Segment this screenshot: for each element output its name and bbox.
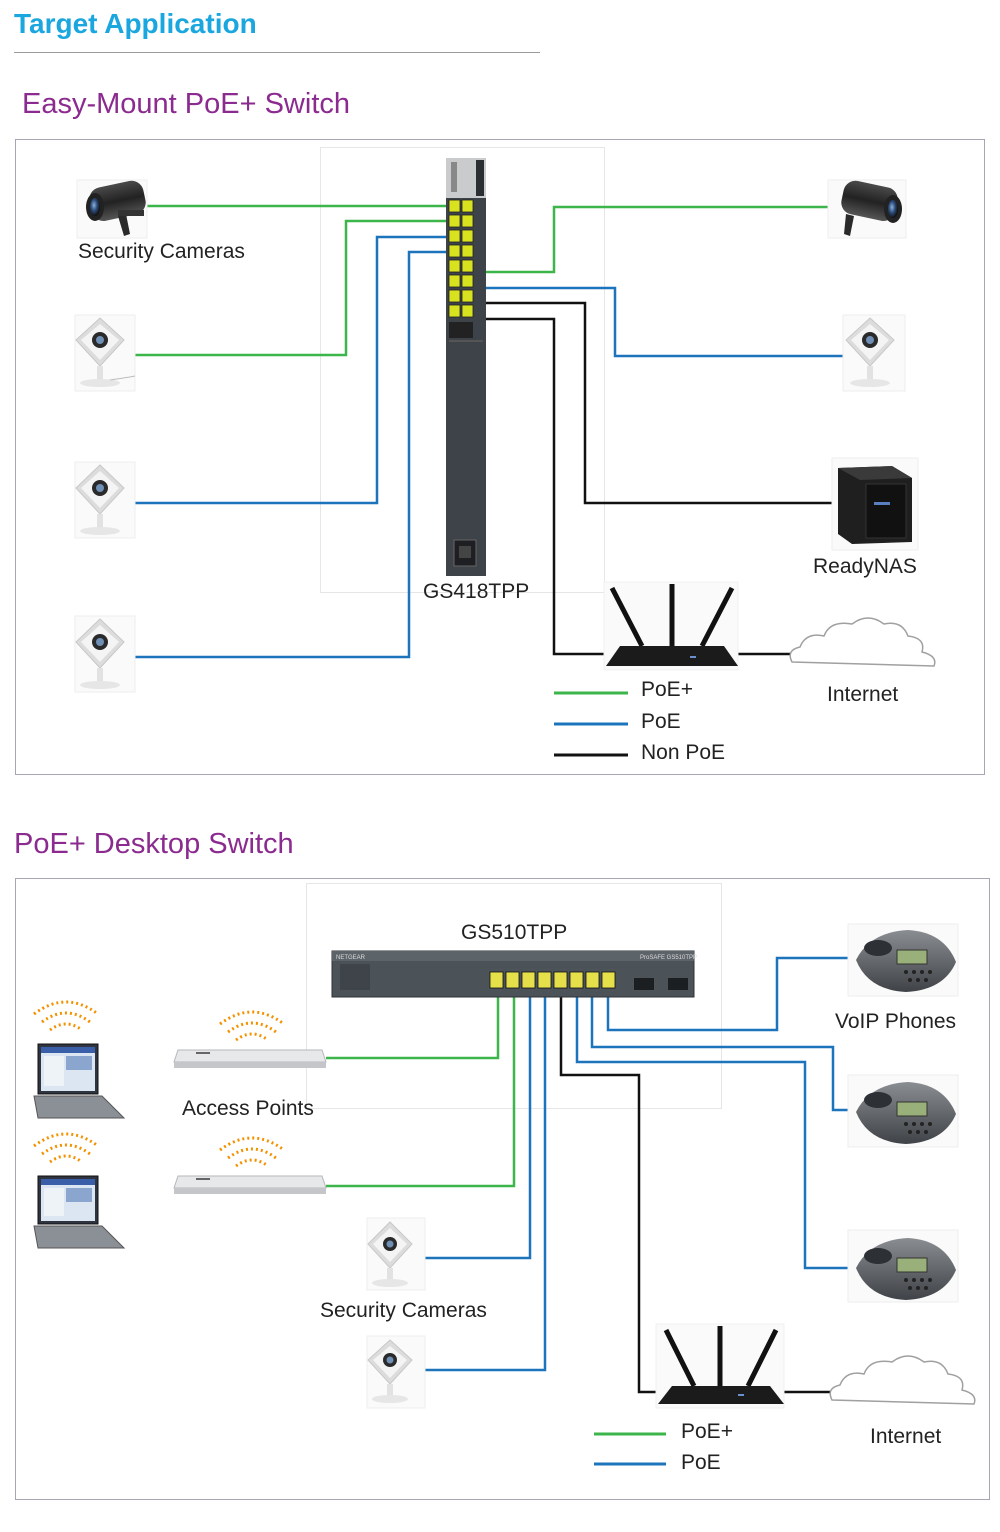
cloud-icon [789, 617, 936, 667]
cable-poeplus-ap1 [326, 990, 500, 1060]
cube-camera-icon [366, 1335, 426, 1409]
cable-poe-cam3 [110, 235, 452, 505]
bullet-camera-icon [76, 179, 148, 239]
cable-poe-cam4 [110, 250, 452, 659]
cube-camera-icon [74, 615, 136, 693]
security-cameras2-label: Security Cameras [320, 1299, 487, 1322]
router-icon [603, 581, 739, 671]
cable-poe-cam1 [424, 990, 532, 1260]
section1-title: Easy-Mount PoE+ Switch [22, 88, 351, 120]
cube-camera-icon [74, 314, 136, 392]
switch-model-label: GS418TPP [423, 580, 530, 603]
switch-brand-text: NETGEAR [336, 955, 366, 961]
laptop-icon [33, 1043, 126, 1119]
cable-nonpoe-router [559, 990, 660, 1394]
legend2-poeplus-text: PoE+ [681, 1420, 733, 1443]
cable-poeplus-cam2 [110, 219, 452, 357]
internet-label: Internet [827, 683, 899, 706]
cable-poe-cam6 [478, 286, 870, 358]
cable-poeplus-cam5 [478, 205, 840, 274]
cube-camera-icon [366, 1217, 426, 1291]
cable-nonpoe-router [478, 317, 610, 656]
internet2-label: Internet [870, 1425, 942, 1448]
cloud-icon [829, 1355, 976, 1405]
section1-panel [15, 139, 985, 775]
switch2-model-label: GS510TPP [461, 921, 568, 944]
switch-series-text: ProSAFE GS510TPP [640, 955, 697, 961]
cable-poeplus-ap2 [326, 990, 516, 1188]
readynas-label: ReadyNAS [813, 555, 917, 578]
switch-icon [446, 158, 486, 576]
voip-phones-label: VoIP Phones [835, 1010, 957, 1033]
router-icon [655, 1323, 785, 1409]
section1-switch-area [320, 147, 605, 593]
cube-camera-icon [74, 461, 136, 539]
cable-poe-phone2 [590, 990, 856, 1112]
section2-title: PoE+ Desktop Switch [14, 828, 294, 860]
legend-poe-text: PoE [641, 710, 681, 733]
cable-poe-cam2 [424, 990, 547, 1372]
cable-poe-phone1 [606, 956, 856, 1032]
nas-icon [831, 457, 919, 551]
page-title: Target Application [14, 8, 257, 39]
wifi-waves-icon [33, 1000, 285, 1168]
security-cameras-label: Security Cameras [78, 240, 245, 263]
cube-camera-icon [842, 314, 906, 392]
legend2-poe-text: PoE [681, 1451, 721, 1474]
legend-nonpoe-text: Non PoE [641, 741, 726, 764]
laptop-icon [33, 1175, 126, 1249]
access-point-icon [173, 1049, 327, 1068]
cable-poe-phone3 [575, 990, 856, 1270]
access-point-icon [173, 1175, 327, 1194]
legend-poeplus-text: PoE+ [641, 678, 693, 701]
title-divider [14, 52, 540, 53]
switch-icon: NETGEAR ProSAFE GS510TPP [331, 950, 697, 998]
bullet-camera-icon [827, 179, 907, 239]
access-points-label: Access Points [182, 1097, 314, 1120]
conference-phone-icon [847, 923, 959, 997]
cable-nonpoe-nas [478, 301, 840, 505]
conference-phone-icon [847, 1074, 959, 1148]
conference-phone-icon [847, 1229, 959, 1303]
